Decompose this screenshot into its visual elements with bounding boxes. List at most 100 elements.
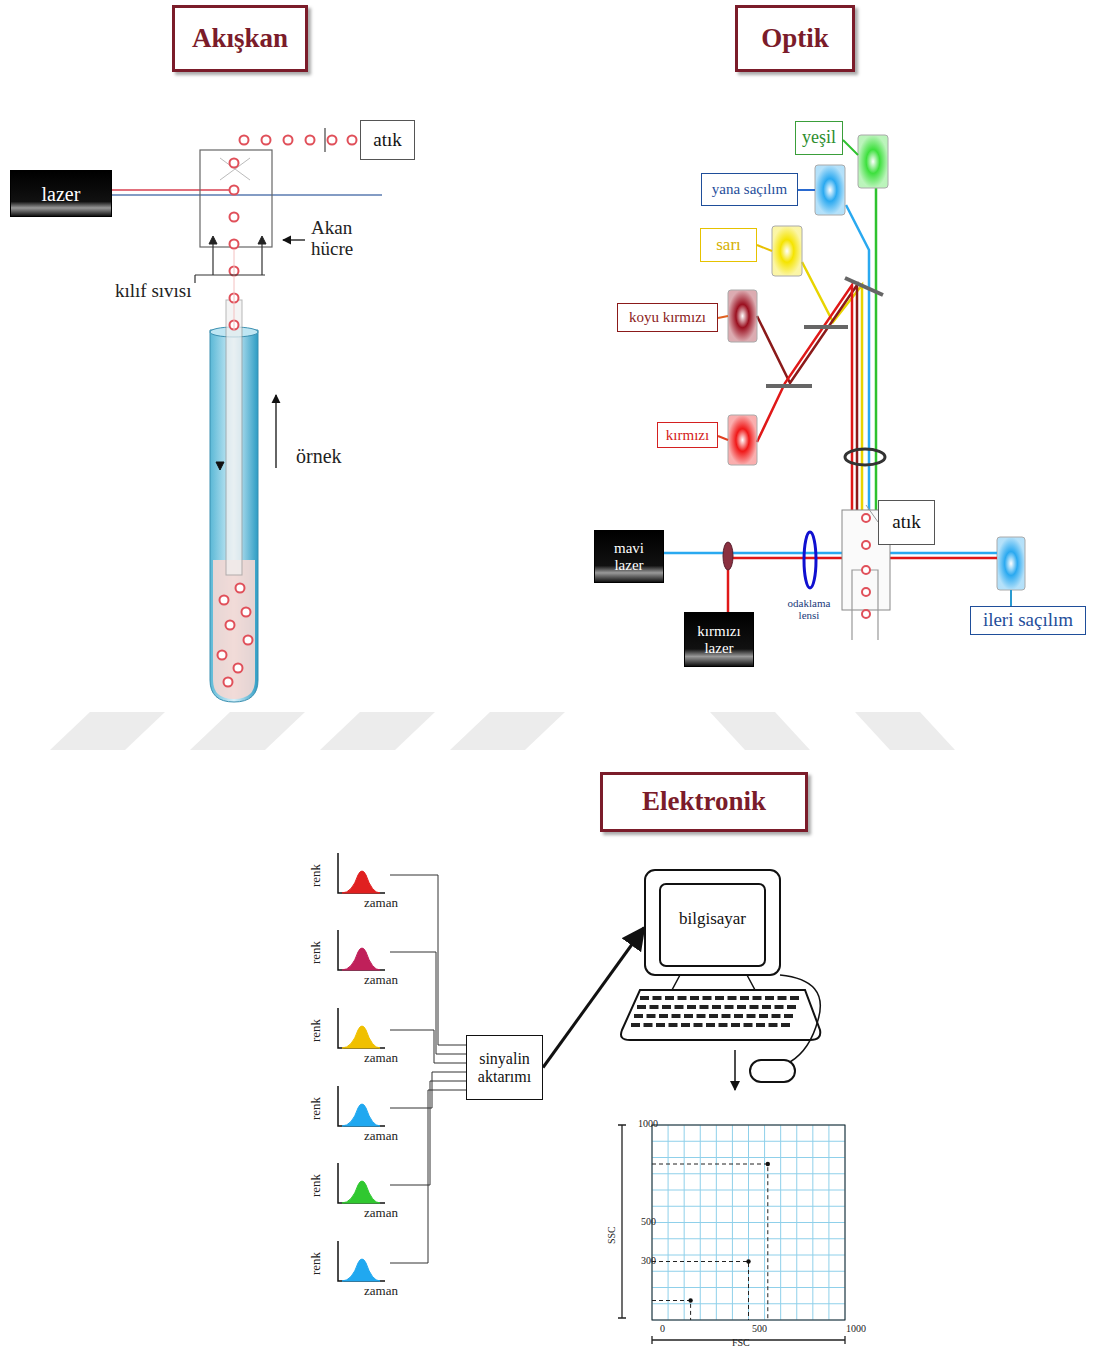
signal-axes [338, 1241, 385, 1281]
axis-label: renk [309, 1019, 323, 1042]
dashed-guide [652, 1164, 768, 1320]
laser-beam [112, 189, 236, 191]
cell-drop [862, 541, 870, 549]
tick-label: 500 [641, 1216, 656, 1227]
yellow-detector [772, 226, 802, 276]
axis-label: zaman [364, 1206, 398, 1220]
signal-wire [390, 875, 466, 1045]
detector-label: kırmızı [657, 422, 718, 448]
cell-drop [862, 566, 870, 574]
detector-label: yeşil [795, 121, 843, 155]
node-text: yeşil [802, 128, 836, 148]
waste-box: atık [878, 500, 935, 545]
flow-cell [200, 150, 272, 247]
signal-axes [338, 1008, 385, 1048]
signal-pulse [342, 871, 380, 893]
output-arrow [734, 1050, 736, 1090]
node-text: Elektronik [642, 787, 766, 817]
node-text: sarı [716, 236, 741, 255]
beam-combiner [723, 542, 733, 570]
blue-laser-beam [664, 552, 997, 555]
flow-line [234, 250, 235, 330]
signal-wire [390, 1090, 466, 1263]
axis-label: zaman [364, 1129, 398, 1143]
sheath-bracket [195, 238, 265, 283]
signal-pulse [342, 1026, 380, 1048]
node-text: bilgisayar [679, 910, 746, 929]
node-text: sinyalin aktarımı [470, 1050, 539, 1085]
green-beam [875, 188, 878, 510]
node-text: atık [892, 512, 921, 533]
monitor-stand [672, 975, 755, 990]
signal-axes [338, 1086, 385, 1126]
signal-axes [338, 930, 385, 970]
detector-label: ileri saçılım [970, 606, 1086, 635]
laser-beam [112, 194, 382, 196]
computer: bilgisayar [645, 870, 780, 975]
part-label: örnek [296, 445, 342, 467]
collection-lens [845, 449, 885, 465]
signal-wire [390, 952, 466, 1054]
data-point [766, 1162, 770, 1166]
signal-pulse [342, 1259, 380, 1281]
cell-drop [862, 610, 870, 618]
tick-label: 1000 [846, 1323, 866, 1334]
detector-label: sarı [700, 228, 757, 262]
node-text: atık [373, 130, 402, 151]
process-box: sinyalin aktarımı [466, 1035, 543, 1100]
data-point [746, 1259, 750, 1263]
sample-probe [226, 300, 242, 575]
dichroic-mirror [804, 325, 848, 329]
node-text: yana saçılım [712, 181, 787, 198]
axis-label: renk [309, 941, 323, 964]
green-detector [858, 135, 888, 188]
screen [660, 884, 765, 966]
axis-label: zaman [364, 896, 398, 910]
focusing-lens [804, 532, 816, 588]
laser-box: mavi lazer [594, 530, 664, 583]
keyboard [621, 990, 820, 1040]
section-title: Optik [735, 5, 855, 72]
dashed-guide [652, 1262, 749, 1321]
tick-label: 1000 [638, 1118, 658, 1129]
dark-red-beam [757, 285, 857, 510]
y-axis-bar [618, 1125, 626, 1318]
tick-label: SSC [606, 1226, 617, 1244]
leader-line [798, 189, 815, 191]
node-text: kırmızı lazer [688, 623, 750, 656]
plot-grid [652, 1125, 845, 1320]
flow-cell-detail [220, 158, 250, 180]
detector-label: koyu kırmızı [617, 303, 718, 332]
axis-label: zaman [364, 1284, 398, 1298]
node-text: Akışkan [192, 24, 288, 54]
tick-label: 0 [660, 1323, 665, 1334]
pointer-arrow [283, 239, 305, 240]
node-text: ileri saçılım [983, 610, 1073, 631]
laser-box: lazer [10, 170, 112, 217]
signal-wire [390, 1030, 466, 1063]
tick-label: 300 [641, 1255, 656, 1266]
node-text: kırmızı [666, 427, 709, 444]
leader-line [843, 140, 858, 155]
connector-arrow [543, 928, 644, 1068]
sample-arrow [275, 395, 276, 468]
node-text: Optik [761, 24, 829, 54]
axis-label: renk [309, 864, 323, 887]
signal-axes [338, 1163, 385, 1203]
keyboard-keys [631, 996, 799, 1027]
node-text: koyu kırmızı [629, 309, 706, 326]
red-beam [757, 285, 852, 510]
flow-cell-detail [220, 158, 250, 180]
sample-liquid [213, 560, 255, 699]
leader-line [718, 316, 728, 318]
signal-pulse [342, 1181, 380, 1203]
part-label: kılıf sıvısı [115, 281, 192, 302]
cell-drop [862, 588, 870, 596]
axis-label: renk [309, 1097, 323, 1120]
probe-mark [216, 462, 224, 470]
waste-box: atık [360, 120, 415, 160]
node-text: lazer [42, 183, 81, 205]
mouse [750, 1060, 795, 1082]
part-label: Akan hücre [311, 218, 367, 260]
